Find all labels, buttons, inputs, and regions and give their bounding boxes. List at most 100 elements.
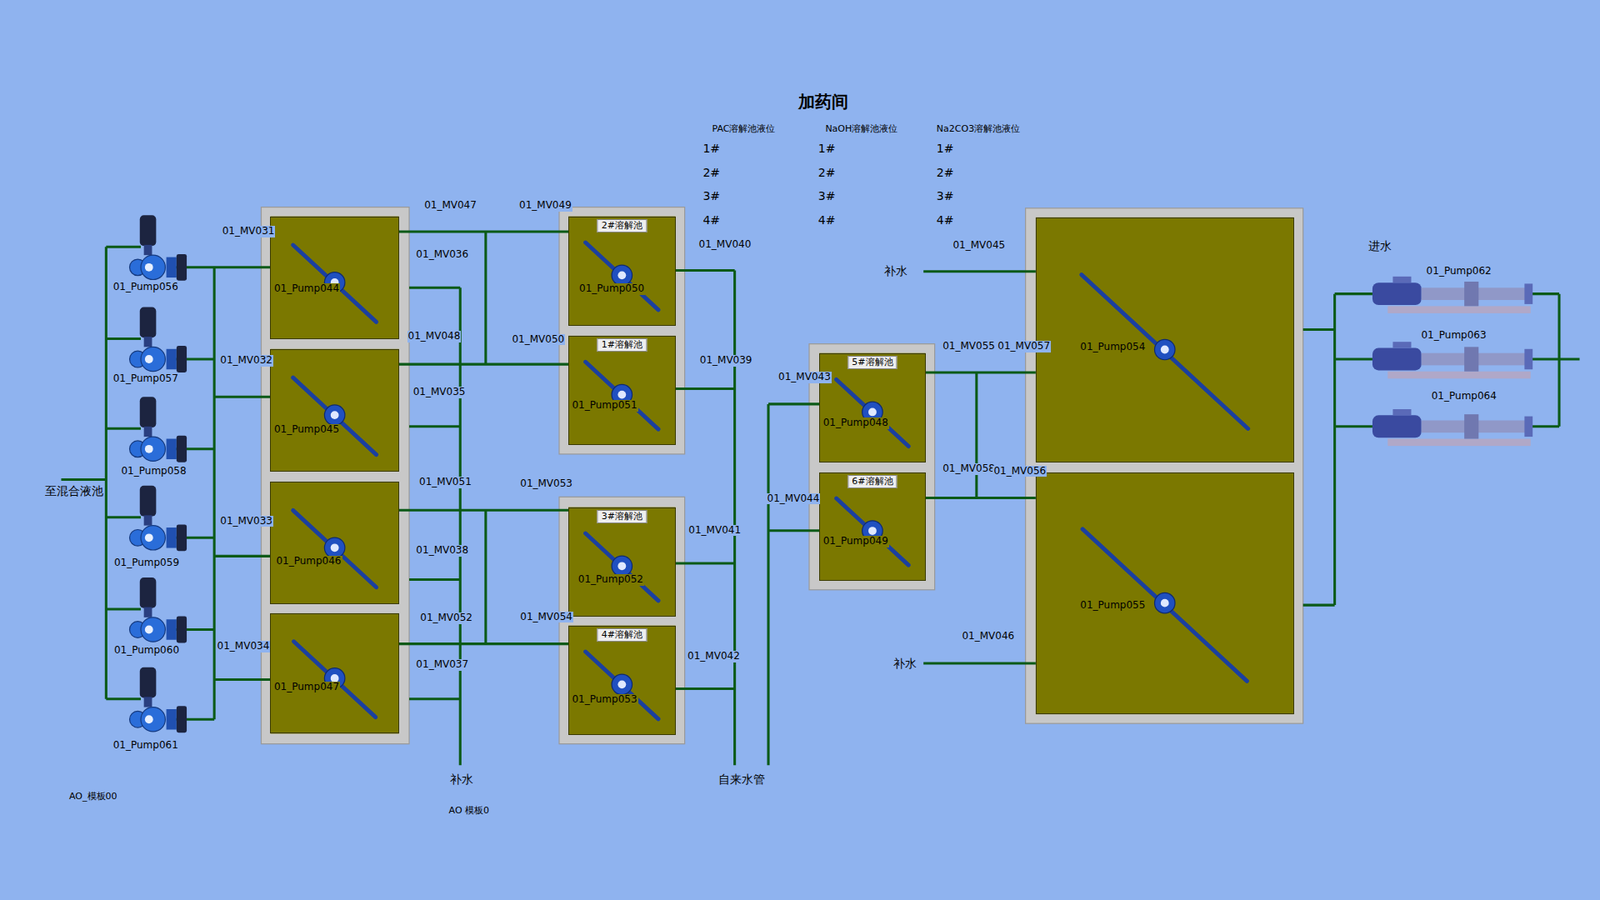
text-label: 01_MV045 xyxy=(951,240,1006,252)
text-label: 01_MV057 xyxy=(996,340,1051,353)
pump-flange xyxy=(176,254,187,281)
tank-liquid xyxy=(270,481,399,605)
tank-frame xyxy=(559,496,685,744)
pump-tag: 01_Pump054 xyxy=(1079,341,1146,354)
pump-flange xyxy=(1464,346,1479,371)
text-label: 01_Pump063 xyxy=(1420,330,1487,342)
text-label: 01_MV031 xyxy=(221,225,276,238)
pump-body xyxy=(140,525,165,550)
text-label: 01_MV053 xyxy=(519,478,574,490)
pump-flange xyxy=(1524,283,1533,304)
pump-fan xyxy=(1392,409,1411,415)
text-label: 补水 xyxy=(883,264,909,278)
text-label: 01_MV032 xyxy=(219,355,274,367)
text-label: 01_Pump059 xyxy=(113,557,180,570)
pump-eye xyxy=(145,625,154,635)
pump-outlet xyxy=(166,527,177,548)
pump-base xyxy=(1387,305,1530,314)
tank-name: 5#溶解池 xyxy=(847,355,897,370)
pump-neck xyxy=(144,607,153,618)
tank-liquid xyxy=(568,216,676,326)
tank-box: 4#溶解池 01_Pump053 xyxy=(568,625,676,735)
mixer-blade xyxy=(836,379,910,446)
pump-flange xyxy=(176,524,187,551)
tank-box: 2#溶解池 01_Pump050 xyxy=(568,216,676,326)
tank-liquid xyxy=(1035,472,1295,715)
pump-flange xyxy=(1464,281,1479,306)
text-label: 补水 xyxy=(892,656,918,670)
text-label: 01_MV036 xyxy=(415,249,470,261)
text-label: 01_MV039 xyxy=(699,355,754,367)
mixer-hub xyxy=(617,561,626,570)
text-label: 2# xyxy=(817,165,837,180)
pump-motor xyxy=(140,577,157,609)
text-label: 01_Pump064 xyxy=(1430,390,1498,403)
text-label: 01_MV038 xyxy=(415,545,470,557)
pipe-connector xyxy=(399,363,569,366)
pump-tag: 01_Pump052 xyxy=(577,574,645,586)
pump-motor xyxy=(140,215,157,246)
tank-liquid xyxy=(270,216,399,340)
mixer-hub xyxy=(330,410,340,420)
text-label: 01_MV048 xyxy=(407,330,462,343)
text-label: 01_MV033 xyxy=(219,515,274,528)
mixer-motor xyxy=(611,674,632,695)
text-label: 01_MV054 xyxy=(519,611,574,624)
pump-tag: 01_Pump051 xyxy=(570,400,638,412)
text-label: 01_MV046 xyxy=(960,630,1015,643)
pump-flange xyxy=(176,705,187,733)
pump-eye xyxy=(145,533,154,542)
pump-neck xyxy=(144,515,153,525)
text-label: 01_MV034 xyxy=(216,640,271,653)
mixer-blade xyxy=(585,533,659,601)
pump-tag: 01_Pump048 xyxy=(822,417,890,430)
pump-flange xyxy=(176,345,187,373)
tank-box: 01_Pump054 xyxy=(1035,217,1295,463)
pump-body xyxy=(140,617,165,642)
mixer-motor xyxy=(324,405,345,425)
text-label: 01_MV051 xyxy=(418,476,473,489)
pump-body xyxy=(140,255,165,280)
text-label: 3# xyxy=(935,189,955,203)
tank-name: 4#溶解池 xyxy=(597,628,647,642)
text-label: 01_Pump062 xyxy=(1425,265,1493,278)
pump-eye xyxy=(145,355,154,364)
tank-name: 1#溶解池 xyxy=(597,338,647,352)
pump-tag: 01_Pump050 xyxy=(578,283,645,295)
pump-base xyxy=(1387,371,1530,380)
text-label: 补水 xyxy=(449,772,475,786)
tank-name: 2#溶解池 xyxy=(597,219,647,233)
text-label: AO 模板0 xyxy=(448,805,491,817)
text-label: 01_MV047 xyxy=(423,200,478,212)
tank-box: 1#溶解池 01_Pump051 xyxy=(568,335,676,445)
pump-outlet xyxy=(166,709,177,730)
text-label: 01_MV044 xyxy=(766,493,821,505)
pump-flange xyxy=(176,435,187,463)
pump-body xyxy=(140,436,165,461)
mixer-blade xyxy=(836,498,910,565)
text-label: NaOH溶解池液位 xyxy=(824,124,899,135)
text-label: 2# xyxy=(701,165,721,180)
pump-eye xyxy=(145,715,154,724)
pump-flange xyxy=(176,616,187,644)
text-label: 3# xyxy=(817,189,837,203)
pump-motor xyxy=(140,485,157,517)
mixer-hub xyxy=(617,270,626,280)
tank-box: 5#溶解池 01_Pump048 xyxy=(819,353,925,463)
text-label: 01_MV049 xyxy=(518,200,573,212)
tank-frame xyxy=(559,207,685,455)
text-label: 01_MV055 xyxy=(941,340,996,353)
mixer-blade xyxy=(294,641,376,718)
tank-box: 3#溶解池01_Pump052 xyxy=(568,507,676,617)
text-label: PAC溶解池液位 xyxy=(710,124,776,135)
mixer-motor xyxy=(1155,592,1175,613)
pump-body xyxy=(140,346,165,371)
pipe-connector xyxy=(925,370,1036,374)
tank-box: 01_Pump055 xyxy=(1035,472,1295,715)
mixer-motor xyxy=(611,265,632,285)
pump-tag: 01_Pump053 xyxy=(570,694,638,706)
pump-flange xyxy=(1524,416,1533,437)
text-label: 01_MV035 xyxy=(412,386,467,399)
